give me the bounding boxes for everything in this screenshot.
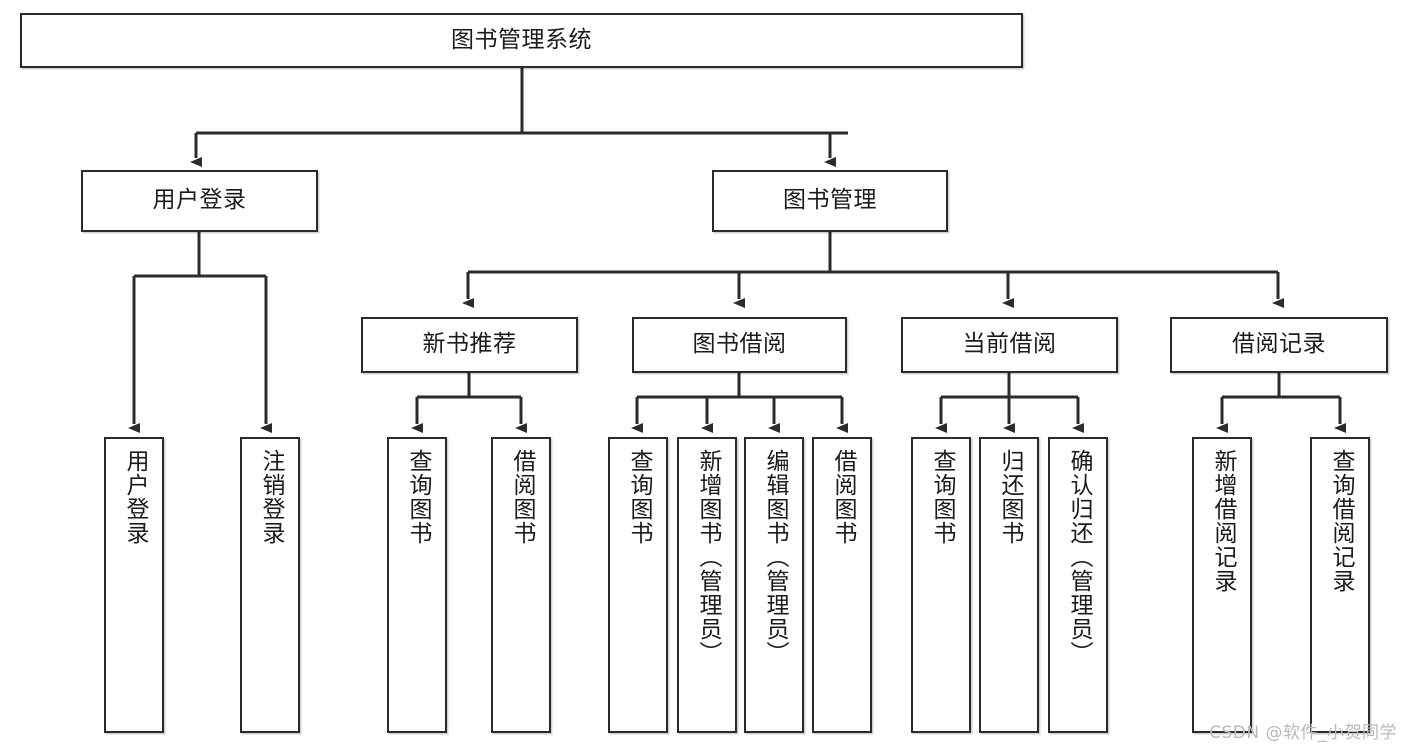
node-book-borrow-label: 图书借阅 bbox=[692, 331, 787, 358]
leaf-edit-book-label: 编辑图书（管理员） bbox=[761, 449, 788, 665]
leaf-borrow-book-2-label: 借阅图书 bbox=[829, 449, 856, 545]
leaf-borrow-book-1-label: 借阅图书 bbox=[508, 449, 535, 545]
leaf-query-book-3[interactable]: 查询图书 bbox=[911, 437, 971, 733]
node-root-label: 图书管理系统 bbox=[451, 26, 592, 53]
node-borrow-record[interactable]: 借阅记录 bbox=[1170, 317, 1388, 373]
node-current-borrow-label: 当前借阅 bbox=[962, 331, 1057, 358]
leaf-query-record[interactable]: 查询借阅记录 bbox=[1310, 437, 1370, 733]
watermark-text: CSDN @软件_小贺同学 bbox=[1209, 723, 1397, 743]
leaf-return-book[interactable]: 归还图书 bbox=[979, 437, 1039, 733]
node-borrow-record-label: 借阅记录 bbox=[1232, 331, 1326, 358]
leaf-user-logout-label: 注销登录 bbox=[257, 449, 284, 545]
node-new-book-rec[interactable]: 新书推荐 bbox=[361, 317, 578, 373]
leaf-query-book-1[interactable]: 查询图书 bbox=[387, 437, 447, 733]
node-new-book-rec-label: 新书推荐 bbox=[422, 331, 517, 358]
leaf-query-book-2-label: 查询图书 bbox=[625, 449, 652, 545]
leaf-query-record-label: 查询借阅记录 bbox=[1327, 449, 1354, 593]
node-book-manage-label: 图书管理 bbox=[783, 187, 877, 214]
leaf-borrow-book-1[interactable]: 借阅图书 bbox=[491, 437, 551, 733]
node-book-manage[interactable]: 图书管理 bbox=[712, 170, 948, 232]
node-current-borrow[interactable]: 当前借阅 bbox=[901, 317, 1118, 373]
node-user-login[interactable]: 用户登录 bbox=[81, 170, 318, 232]
leaf-add-book[interactable]: 新增图书（管理员） bbox=[677, 437, 737, 733]
leaf-return-book-label: 归还图书 bbox=[996, 449, 1023, 545]
leaf-borrow-book-2[interactable]: 借阅图书 bbox=[812, 437, 872, 733]
leaf-user-logout[interactable]: 注销登录 bbox=[240, 437, 300, 733]
leaf-query-book-3-label: 查询图书 bbox=[928, 449, 955, 545]
node-book-borrow[interactable]: 图书借阅 bbox=[632, 317, 847, 373]
leaf-add-book-label: 新增图书（管理员） bbox=[694, 449, 721, 665]
leaf-confirm-return-label: 确认归还（管理员） bbox=[1065, 449, 1092, 665]
leaf-user-login-label: 用户登录 bbox=[121, 449, 148, 545]
leaf-edit-book[interactable]: 编辑图书（管理员） bbox=[744, 437, 804, 733]
leaf-add-record[interactable]: 新增借阅记录 bbox=[1192, 437, 1252, 733]
node-user-login-label: 用户登录 bbox=[152, 187, 247, 214]
leaf-query-book-1-label: 查询图书 bbox=[404, 449, 431, 545]
leaf-confirm-return[interactable]: 确认归还（管理员） bbox=[1048, 437, 1108, 733]
leaf-query-book-2[interactable]: 查询图书 bbox=[608, 437, 668, 733]
node-root[interactable]: 图书管理系统 bbox=[20, 13, 1023, 68]
leaf-user-login[interactable]: 用户登录 bbox=[104, 437, 164, 733]
leaf-add-record-label: 新增借阅记录 bbox=[1209, 449, 1236, 593]
